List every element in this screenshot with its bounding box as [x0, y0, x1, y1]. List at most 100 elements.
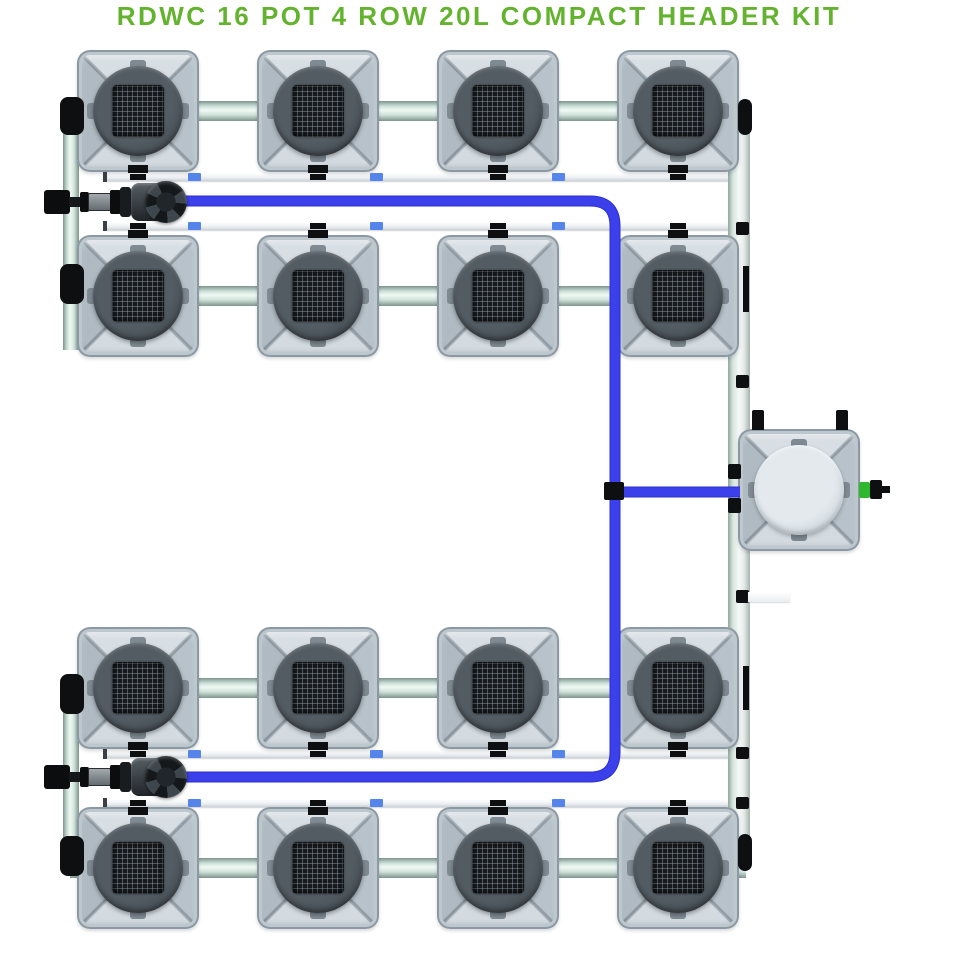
lid-tab: [310, 817, 326, 827]
grow-pot: [77, 235, 199, 357]
lid-tab: [130, 637, 146, 647]
pipe-coupler-blue: [370, 799, 383, 807]
tee-fitting: [604, 482, 624, 500]
pipe-coupler-blue: [370, 750, 383, 758]
pump-collar: [110, 765, 121, 789]
pipe-coupler-blue: [552, 799, 565, 807]
lid-tab: [87, 103, 97, 119]
elbow-fitting: [60, 836, 84, 876]
header-inlet-clip: [728, 498, 741, 513]
grow-pot: [617, 235, 739, 357]
lid-tab: [310, 637, 326, 647]
grow-pot: [257, 50, 379, 172]
lid-tab: [130, 817, 146, 827]
pipe-coupler-blue: [188, 173, 201, 181]
pipe-clip: [490, 751, 506, 757]
pipe-end-cap: [103, 798, 107, 808]
pipe-coupler-blue: [552, 750, 565, 758]
pipe-clip: [308, 807, 328, 815]
pipe-clip: [310, 751, 326, 757]
lid-tab: [267, 860, 277, 876]
pipe-coupler-blue: [188, 750, 201, 758]
water-pump: [44, 754, 190, 800]
pipe-bracket: [743, 666, 749, 710]
grow-pot: [77, 807, 199, 929]
grow-pot: [77, 50, 199, 172]
water-pump: [44, 179, 190, 225]
lid-tab: [87, 680, 97, 696]
pipe-clip: [488, 165, 508, 173]
pipe-clip: [310, 174, 326, 180]
elbow-fitting: [60, 674, 84, 714]
lid-tab: [447, 680, 457, 696]
lid-tab: [627, 860, 637, 876]
pipe-clip: [310, 223, 326, 229]
pipe-clip: [736, 590, 749, 603]
row-link-pipe: [70, 286, 746, 306]
lid-tab: [267, 288, 277, 304]
lid-tab: [670, 817, 686, 827]
pipe-clip: [670, 800, 686, 806]
return-pipe: [107, 173, 740, 181]
lid-tab: [670, 60, 686, 70]
header-port: [752, 410, 764, 430]
pump-union-valve: [88, 768, 111, 786]
return-pipe: [107, 799, 740, 807]
lid-tab: [87, 860, 97, 876]
pipe-coupler-blue: [188, 222, 201, 230]
lid-tab: [130, 60, 146, 70]
lid-tab: [310, 60, 326, 70]
lid-tab: [627, 288, 637, 304]
grow-pot: [437, 627, 559, 749]
pipe-clip: [490, 223, 506, 229]
pipe-clip: [736, 747, 749, 759]
pipe-clip: [490, 174, 506, 180]
elbow-fitting: [738, 99, 752, 135]
pipe-clip: [308, 742, 328, 750]
row-link-pipe: [70, 101, 746, 121]
pipe-clip: [488, 807, 508, 815]
pipe-coupler-blue: [370, 173, 383, 181]
pipe-end-cap: [103, 172, 107, 182]
pipe-coupler-blue: [552, 222, 565, 230]
return-pipe: [107, 222, 740, 230]
pump-collar: [80, 767, 89, 787]
header-valve-green: [859, 482, 870, 498]
lid-tab: [748, 482, 758, 498]
row-link-pipe: [70, 678, 746, 698]
pipe-clip: [488, 742, 508, 750]
pump-collar: [110, 190, 121, 214]
pump-union-valve: [88, 193, 111, 211]
elbow-fitting: [738, 834, 752, 871]
kit-title: RDWC 16 POT 4 ROW 20L COMPACT HEADER KIT: [116, 1, 842, 31]
pump-flange: [120, 187, 131, 217]
pipe-coupler-blue: [552, 173, 565, 181]
pipe-clip: [668, 742, 688, 750]
lid-tab: [490, 817, 506, 827]
grow-pot: [77, 627, 199, 749]
header-valve-handle: [870, 480, 882, 499]
pump-collar: [80, 192, 89, 212]
pipe-clip: [490, 800, 506, 806]
elbow-fitting: [60, 97, 84, 135]
pipe-clip: [668, 165, 688, 173]
grow-pot: [617, 50, 739, 172]
pipe-clip: [310, 800, 326, 806]
lid-tab: [447, 860, 457, 876]
pipe-coupler-blue: [370, 222, 383, 230]
lid-tab: [627, 103, 637, 119]
lid-tab: [447, 288, 457, 304]
lid-tab: [670, 245, 686, 255]
grow-pot: [617, 627, 739, 749]
pipe-clip: [130, 174, 146, 180]
pump-impeller-face: [145, 756, 187, 798]
pipe-clip: [128, 807, 148, 815]
pipe-clip: [488, 230, 508, 238]
pipe-coupler-blue: [188, 799, 201, 807]
header-port: [836, 410, 848, 430]
pipe-clip: [670, 751, 686, 757]
pipe-clip: [668, 807, 688, 815]
grow-pot: [437, 807, 559, 929]
lid-tab: [490, 245, 506, 255]
